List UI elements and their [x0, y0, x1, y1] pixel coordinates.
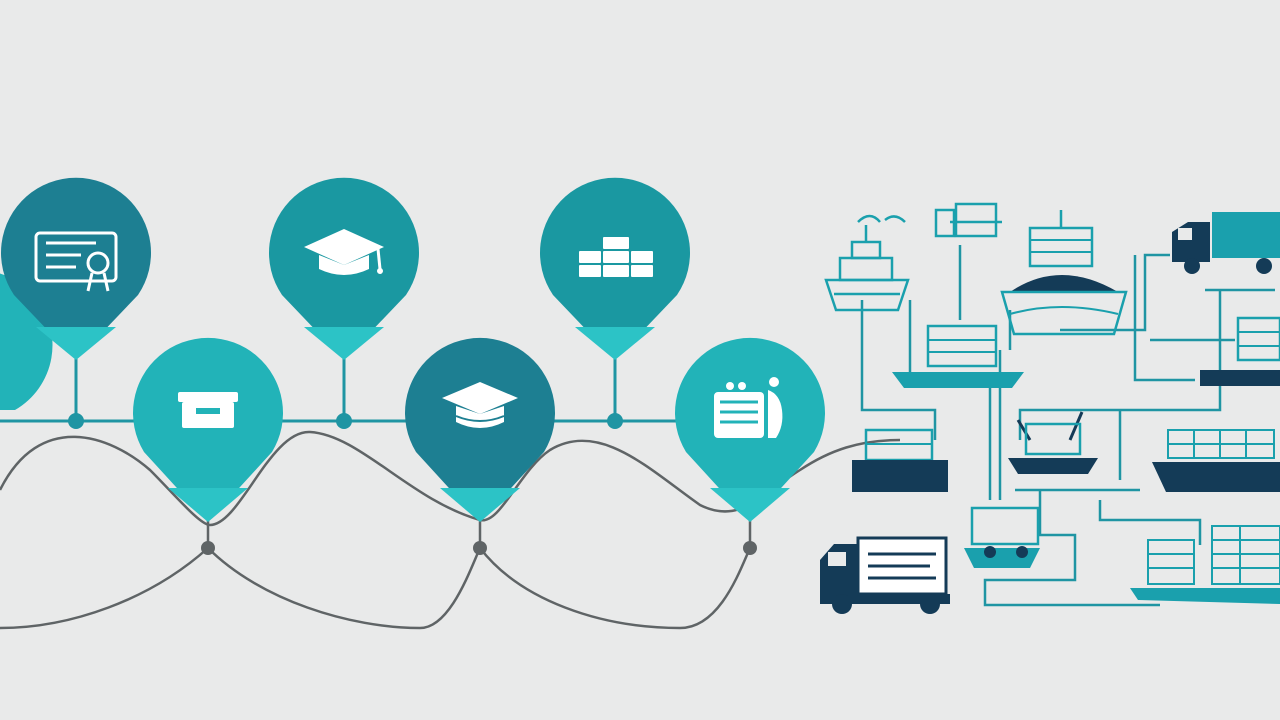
crane-boat-icon: [1008, 411, 1098, 474]
small-ship-icon: [824, 214, 910, 312]
truck-icon: [1172, 212, 1280, 274]
forklift-icon: [964, 506, 1040, 568]
pin-cargo-figure: [675, 337, 825, 522]
container-ship-icon: [1152, 429, 1280, 492]
package-icon: [178, 392, 238, 428]
graduation-cap-icon: [442, 382, 518, 428]
logistics-network: [820, 202, 1280, 614]
timeline-node: [473, 541, 487, 555]
pin-package: [133, 337, 283, 522]
timeline-node: [743, 541, 757, 555]
timeline-connectors: [0, 355, 901, 630]
timeline-node: [607, 413, 623, 429]
timeline-node: [68, 413, 84, 429]
cargo-crate-icon: [714, 377, 783, 438]
pallet-icon: [852, 428, 948, 492]
large-cargo-ship-icon: [1000, 210, 1128, 336]
network-connectors: [860, 245, 1275, 607]
pallet-icon: [934, 202, 1002, 238]
lower-arc-line: [0, 545, 752, 630]
pin-certificate: [0, 177, 151, 360]
barge-icon: [892, 324, 1024, 388]
pin-graduation-cap-upper: [269, 177, 419, 360]
timeline-node: [336, 413, 352, 429]
graduation-cap-icon: [304, 229, 384, 275]
pin-containers-upper: [540, 177, 690, 360]
timeline-node: [201, 541, 215, 555]
container-stack-icon: [579, 237, 653, 277]
certificate-icon: [34, 231, 118, 292]
container-ship-icon: [1200, 316, 1280, 386]
pin-graduation-cap-lower: [405, 337, 555, 522]
container-yard-icon: [1130, 525, 1280, 604]
delivery-truck-icon: [820, 536, 950, 614]
